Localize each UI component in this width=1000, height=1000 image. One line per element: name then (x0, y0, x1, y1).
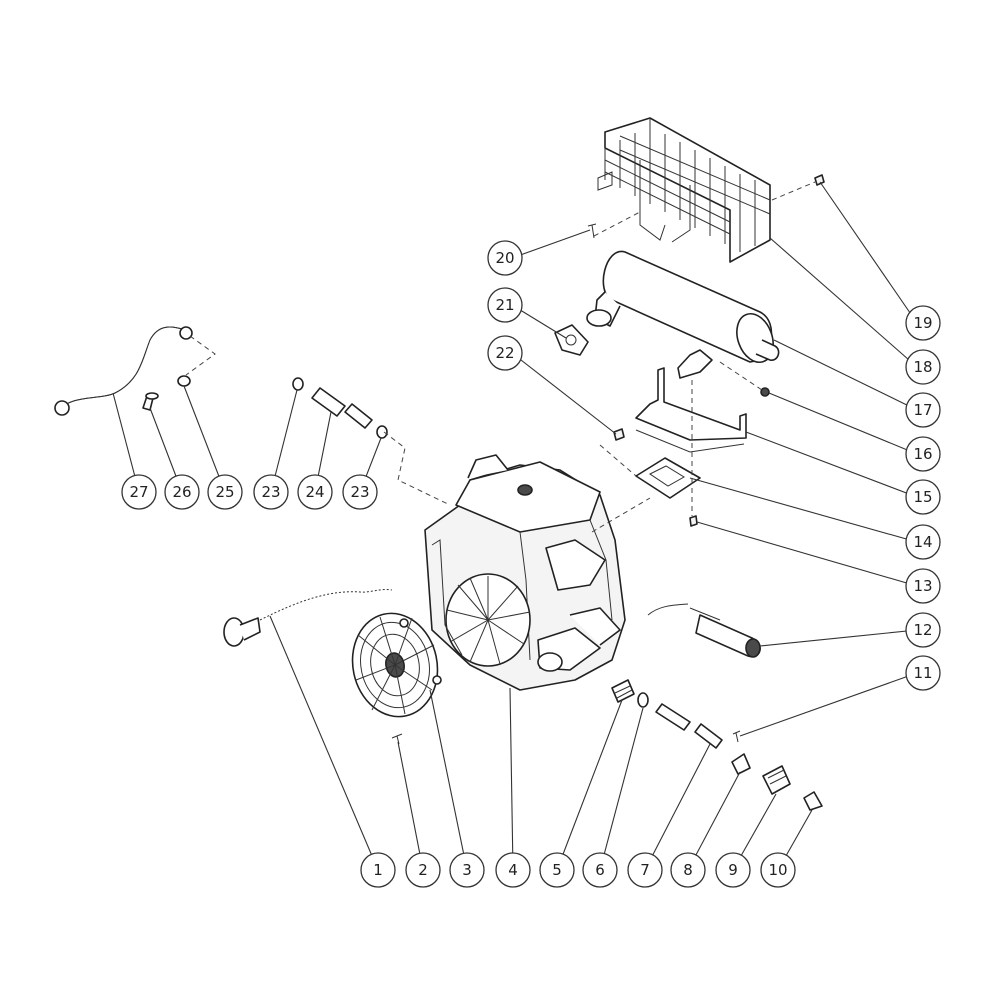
svg-text:1: 1 (373, 861, 383, 879)
part-washer-6 (637, 692, 649, 708)
callout-18: 18 (905, 349, 941, 385)
part-pin-24 (311, 387, 373, 429)
svg-text:5: 5 (552, 861, 562, 879)
part-plate-screw (689, 515, 698, 527)
svg-text:21: 21 (495, 296, 514, 314)
svg-text:22: 22 (495, 344, 514, 362)
callout-25: 25 (207, 474, 243, 510)
svg-text:9: 9 (728, 861, 738, 879)
svg-text:19: 19 (913, 314, 932, 332)
callout-26: 26 (164, 474, 200, 510)
part-washer-25 (177, 375, 191, 387)
callout-7: 7 (627, 852, 663, 888)
part-fan-guard (351, 612, 442, 718)
callout-10: 10 (760, 852, 796, 888)
svg-text:4: 4 (508, 861, 518, 879)
part-washer-23a (292, 377, 304, 391)
part-engine (424, 454, 626, 691)
callout-15: 15 (905, 479, 941, 515)
callout-13: 13 (905, 568, 941, 604)
part-muffler-guard (597, 117, 771, 263)
callout-17: 17 (905, 392, 941, 428)
svg-text:3: 3 (462, 861, 472, 879)
part-pull-cable (223, 589, 393, 647)
svg-text:20: 20 (495, 249, 514, 267)
svg-text:6: 6 (595, 861, 605, 879)
part-muffler-gasket (554, 324, 589, 356)
part-bolt-26 (142, 392, 159, 411)
part-mounting-plate (635, 457, 701, 499)
callout-9: 9 (715, 852, 751, 888)
callout-22: 22 (487, 335, 523, 371)
callout-19: 19 (905, 305, 941, 341)
svg-text:8: 8 (683, 861, 693, 879)
assembly-lines (185, 181, 816, 533)
callout-21: 21 (487, 287, 523, 323)
svg-text:23: 23 (350, 483, 369, 501)
part-guard-screw (814, 174, 825, 186)
svg-text:13: 13 (913, 577, 932, 595)
svg-text:11: 11 (913, 664, 932, 682)
callout-23-right: 23 (342, 474, 378, 510)
callout-12: 12 (905, 612, 941, 648)
callout-16: 16 (905, 436, 941, 472)
svg-text:12: 12 (913, 621, 932, 639)
svg-text:10: 10 (768, 861, 787, 879)
callout-1: 1 (360, 852, 396, 888)
callout-11: 11 (905, 655, 941, 691)
svg-text:18: 18 (913, 358, 932, 376)
callout-27: 27 (121, 474, 157, 510)
svg-text:15: 15 (913, 488, 932, 506)
part-muffler (586, 250, 780, 379)
callout-2: 2 (405, 852, 441, 888)
part-cap-10 (803, 791, 823, 811)
svg-text:7: 7 (640, 861, 650, 879)
part-guard-bolt (587, 223, 597, 239)
svg-text:17: 17 (913, 401, 932, 419)
callout-5: 5 (539, 852, 575, 888)
svg-text:26: 26 (172, 483, 191, 501)
part-spark-plug-lead (647, 603, 761, 658)
part-pin-7 (655, 703, 723, 749)
svg-text:2: 2 (418, 861, 428, 879)
callout-24: 24 (297, 474, 333, 510)
callout-14: 14 (905, 524, 941, 560)
part-bracket-screw (613, 428, 625, 441)
callout-8: 8 (670, 852, 706, 888)
svg-text:24: 24 (305, 483, 324, 501)
part-clip-8 (731, 753, 751, 775)
callout-23-left: 23 (253, 474, 289, 510)
callout-20: 20 (487, 240, 523, 276)
svg-text:27: 27 (129, 483, 148, 501)
part-screw-11 (732, 730, 741, 743)
part-fitting-9 (762, 765, 791, 795)
svg-text:14: 14 (913, 533, 932, 551)
part-washer-23b (376, 425, 388, 439)
part-fitting-5 (611, 679, 635, 703)
part-bracket-nut (760, 387, 770, 397)
callout-4: 4 (495, 852, 531, 888)
part-fan-guard-screw (391, 733, 403, 745)
callout-3: 3 (449, 852, 485, 888)
part-fuel-line (54, 326, 193, 416)
callout-6: 6 (582, 852, 618, 888)
part-muffler-bracket (635, 367, 747, 453)
svg-text:23: 23 (261, 483, 280, 501)
svg-text:16: 16 (913, 445, 932, 463)
svg-text:25: 25 (215, 483, 234, 501)
